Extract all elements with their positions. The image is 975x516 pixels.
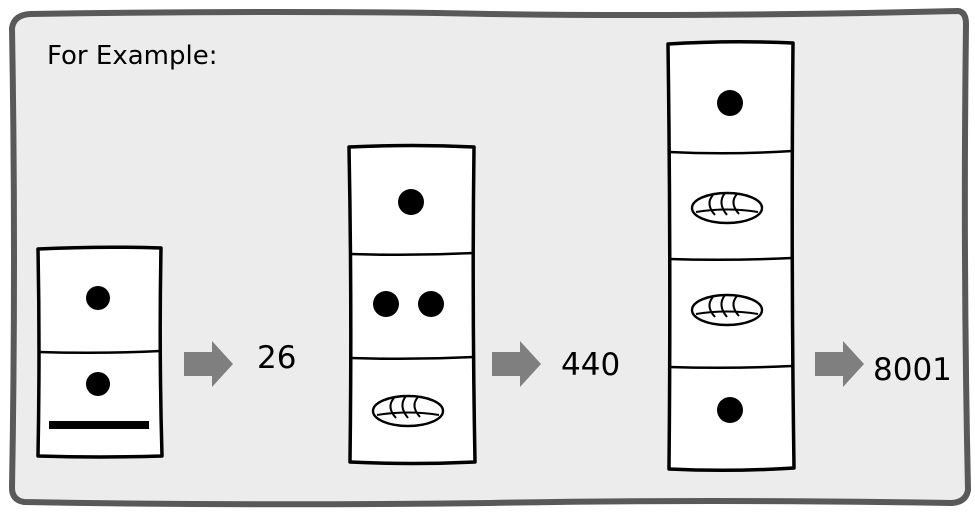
numeral-column-1 — [36, 245, 164, 459]
level-divider — [37, 349, 161, 355]
example-result: 26 — [257, 340, 296, 376]
dot-glyph — [418, 291, 444, 317]
level-divider — [349, 251, 475, 257]
column-frame — [347, 143, 477, 466]
example-2: 440 — [347, 143, 620, 466]
panel-title: For Example: — [47, 41, 217, 71]
dot-glyph — [398, 189, 424, 215]
right-arrow-icon — [815, 341, 864, 387]
column-frame — [666, 39, 796, 473]
dot-glyph — [717, 397, 743, 423]
right-arrow-icon — [184, 341, 233, 387]
level-divider — [349, 355, 475, 361]
level-divider — [668, 364, 793, 370]
dot-glyph — [86, 372, 110, 396]
level-divider — [668, 256, 793, 262]
bar-glyph — [49, 421, 149, 429]
numeral-column-3 — [666, 39, 796, 473]
right-arrow-icon — [492, 341, 541, 387]
example-3: 8001 — [666, 39, 952, 473]
dot-glyph — [373, 291, 399, 317]
dot-glyph — [717, 90, 743, 116]
example-result: 440 — [561, 347, 620, 383]
level-divider — [668, 149, 793, 155]
dot-glyph — [86, 286, 110, 310]
example-1: 26 — [36, 245, 296, 459]
example-result: 8001 — [873, 352, 952, 388]
numeral-column-2 — [347, 143, 477, 466]
